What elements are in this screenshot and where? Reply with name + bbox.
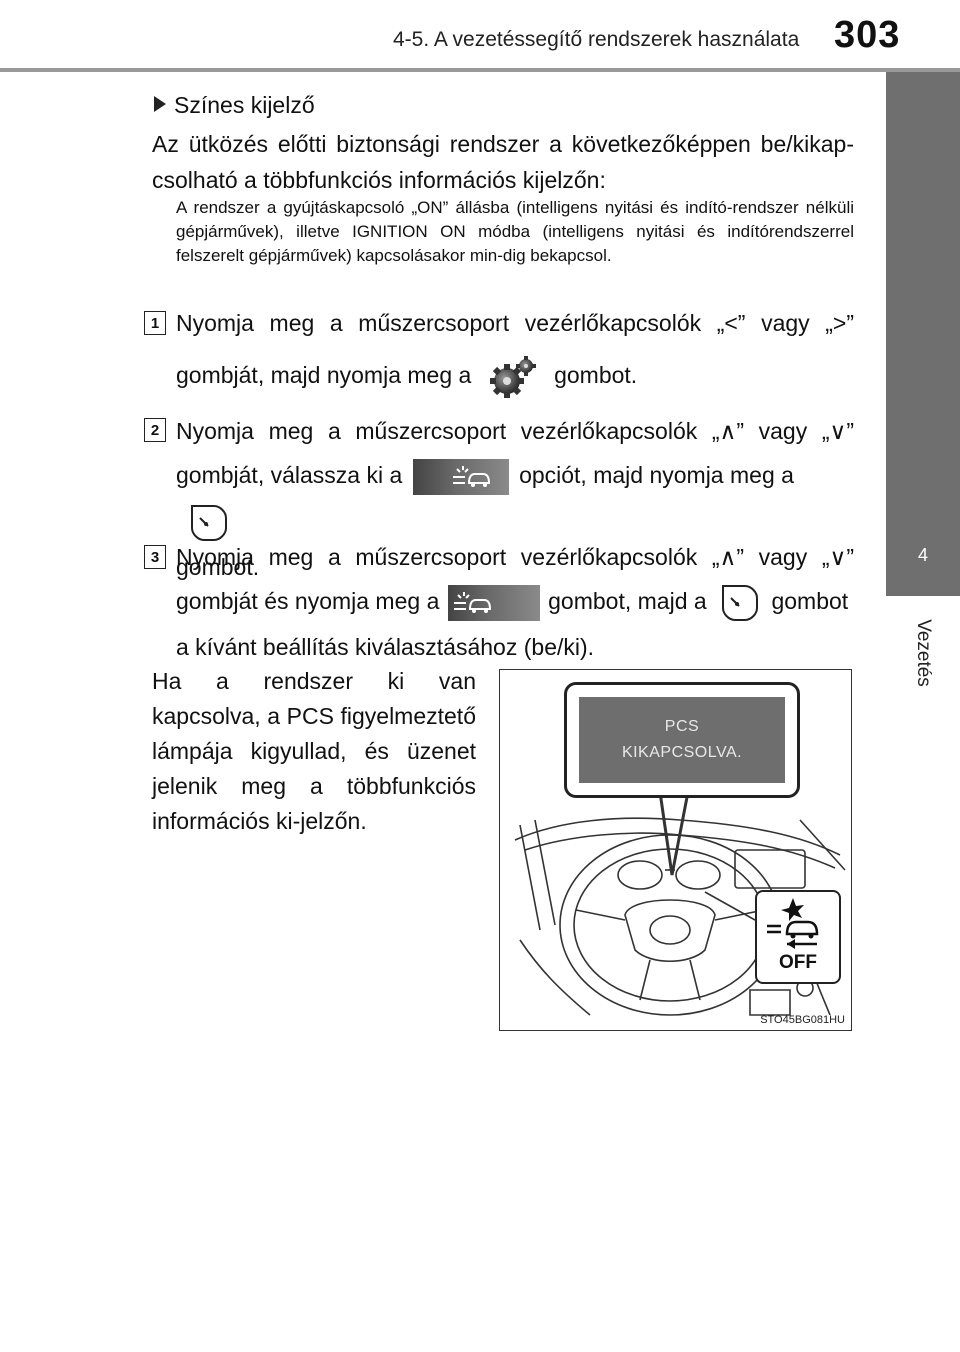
step-2-text-a: gombját, válassza ki a xyxy=(176,462,403,488)
step-3-text-a: gombját és nyomja meg a xyxy=(176,588,440,614)
step-3: Nyomja meg a műszercsoport vezérlőkapcso… xyxy=(176,534,854,670)
step-1-text-b: gombot. xyxy=(554,362,638,388)
enter-button-icon xyxy=(717,582,763,624)
step-1-line-1: Nyomja meg a műszercsoport vezérlőkapcso… xyxy=(176,310,854,336)
dashboard-illustration: PCS KIKAPCSOLVA. OFF STO45BG081HU xyxy=(499,669,852,1031)
pcs-icon xyxy=(447,584,540,621)
note-paragraph: A rendszer a gyújtáskapcsoló „ON” állásb… xyxy=(176,198,854,265)
step-2-line-3: gombot. xyxy=(176,554,260,580)
pcs-warning-light-icon xyxy=(767,898,819,949)
figure-code: STO45BG081HU xyxy=(760,1014,845,1026)
step-2-text-b: opciót, majd nyomja meg a xyxy=(519,462,794,488)
indicator-off-label: OFF xyxy=(779,952,817,973)
step-2-line-1: Nyomja meg a műszercsoport vezérlőkapcso… xyxy=(176,418,854,444)
triangle-bullet-icon xyxy=(154,96,166,112)
display-callout: PCS KIKAPCSOLVA. xyxy=(564,682,800,798)
intro-paragraph: Az ütközés előtti biztonsági rendszer a … xyxy=(152,131,854,193)
section-heading: Színes kijelző xyxy=(154,92,315,119)
step-1-line-2: gombját, majd nyomja meg a xyxy=(176,352,854,400)
page-number: 303 xyxy=(834,14,901,56)
steering-wheel-drawing xyxy=(514,791,846,1016)
side-tab-chapter-number: 4 xyxy=(886,514,960,596)
step-3-line-2: gombját és nyomja meg a gombot, majd a g… xyxy=(176,578,854,624)
step-3-line-1: Nyomja meg a műszercsoport vezérlőkapcso… xyxy=(176,544,854,570)
display-line-1: PCS xyxy=(664,718,700,735)
pcs-off-indicator: OFF xyxy=(755,890,841,984)
step-2: Nyomja meg a műszercsoport vezérlőkapcso… xyxy=(176,408,854,590)
multi-info-display: PCS KIKAPCSOLVA. xyxy=(579,697,785,783)
step-3-line-3: a kívánt beállítás kiválasztásához (be/k… xyxy=(176,634,595,660)
header-rule xyxy=(0,68,960,72)
step-3-text-c: gombot xyxy=(771,588,849,614)
step-number-1: 1 xyxy=(144,311,166,335)
pcs-icon xyxy=(412,458,509,495)
step-number-2: 2 xyxy=(144,418,166,442)
side-tab-chapter-label: Vezetés xyxy=(913,619,934,687)
enter-button-icon xyxy=(186,502,232,544)
gear-icon xyxy=(488,354,538,400)
step-1-text-a: gombját, majd nyomja meg a xyxy=(176,362,472,388)
side-tab-bar xyxy=(886,72,960,514)
section-heading-text: Színes kijelző xyxy=(174,92,315,118)
header-section-title: 4-5. A vezetéssegítő rendszerek használa… xyxy=(393,28,800,51)
side-tab-label-box: Vezetés xyxy=(888,608,958,698)
step-2-line-2: gombját, válassza ki a opciót, majd nyom… xyxy=(176,452,854,544)
step-number-3: 3 xyxy=(144,545,166,569)
display-line-2: KIKAPCSOLVA. xyxy=(621,744,743,761)
step-1: Nyomja meg a műszercsoport vezérlőkapcso… xyxy=(176,300,854,400)
step-3-text-b: gombot, majd a xyxy=(548,588,707,614)
final-paragraph: Ha a rendszer ki van kapcsolva, a PCS fi… xyxy=(152,668,476,834)
